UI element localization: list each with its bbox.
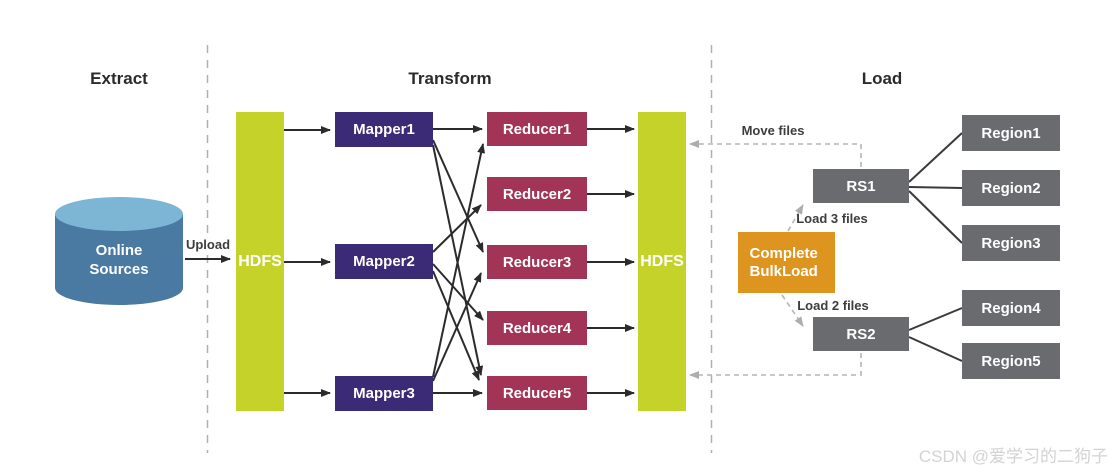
reducer2-box: Reducer2 (487, 177, 587, 211)
online-sources-label: Online Sources (89, 242, 149, 278)
arrow-rs2-move-files-to-hdfs (689, 353, 862, 379)
region1-box: Region1 (962, 115, 1060, 151)
hdfs-output-bar: HDFS (638, 112, 686, 411)
upload-label: Upload (182, 237, 234, 252)
cylinder-top-ellipse (55, 197, 183, 231)
section-header-transform: Transform (408, 69, 492, 88)
arrow-mapper2-reducer4 (432, 263, 484, 321)
line-rs1-region1 (908, 132, 963, 183)
reducer5-box: Reducer5 (487, 376, 587, 410)
reducer3-box: Reducer3 (487, 245, 587, 279)
arrow-rs1-move-files-to-hdfs (689, 140, 862, 167)
mapper2-box: Mapper2 (335, 244, 433, 279)
region5-box: Region5 (962, 343, 1060, 379)
reducer1-box: Reducer1 (487, 112, 587, 146)
region3-box: Region3 (962, 225, 1060, 261)
line-rs1-region2 (908, 186, 963, 189)
region-server-rs2-box: RS2 (813, 317, 909, 351)
section-header-load: Load (861, 69, 903, 88)
reducer4-box: Reducer4 (487, 311, 587, 345)
arrow-mapper1-reducer5 (432, 144, 484, 376)
arrow-mapper3-reducer1 (432, 143, 486, 378)
load-2-files-label: Load 2 files (797, 298, 869, 313)
section-header-extract: Extract (90, 69, 148, 88)
mapper3-box: Mapper3 (335, 376, 433, 411)
arrow-mapper2-reducer5 (432, 270, 480, 381)
line-rs1-region3 (908, 190, 963, 244)
region-connector-lines (908, 132, 963, 362)
line-rs2-region5 (908, 336, 963, 362)
complete-bulkload-box: Complete BulkLoad (738, 232, 835, 293)
load-3-files-label: Load 3 files (796, 211, 868, 226)
arrow-mapper2-reducer2 (432, 204, 482, 253)
move-files-label: Move files (741, 123, 805, 138)
hdfs-input-bar: HDFS (236, 112, 284, 411)
line-rs2-region4 (908, 307, 963, 331)
arrow-bulkload-to-rs2 (781, 294, 804, 327)
region2-box: Region2 (962, 170, 1060, 206)
region4-box: Region4 (962, 290, 1060, 326)
arrow-mapper3-reducer3 (432, 272, 482, 382)
section-divider-lines (206, 45, 713, 453)
region-server-rs1-box: RS1 (813, 169, 909, 203)
solid-arrows (185, 125, 635, 397)
csdn-watermark: CSDN @爱学习的二狗子 (918, 447, 1108, 466)
online-sources-cylinder: Online Sources (55, 197, 183, 305)
dashed-arrows (689, 140, 862, 379)
cylinder-bottom-ellipse (55, 271, 183, 305)
mapper1-box: Mapper1 (335, 112, 433, 147)
arrow-mapper1-reducer3 (432, 139, 484, 253)
